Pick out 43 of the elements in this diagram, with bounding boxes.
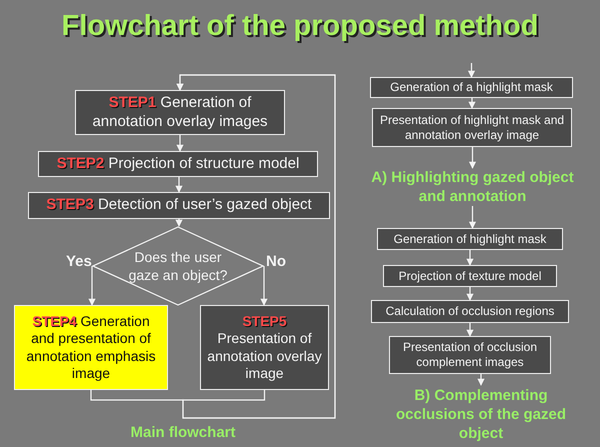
process-box [370,77,573,98]
step-text: Calculation of occlusion regions [386,304,554,319]
process-box [377,228,563,250]
step-text: STEP4 Generation and presentation of annotation emphasis image [25,312,157,382]
step-text: STEP1 Generation of annotation overlay images [91,94,269,132]
arrow [468,63,476,78]
arrow [175,219,183,227]
arrow [477,374,485,386]
arrow [466,323,474,337]
process-box [38,151,318,177]
arrow [468,98,476,109]
step-text: STEP3 Detection of user’s gazed object [46,196,312,215]
edge-label: Yes [66,252,92,272]
arrow [466,287,474,301]
step-text: Projection of texture model [398,268,542,284]
arrow [88,266,96,306]
process-box [75,90,285,135]
process-box [372,108,572,147]
process-box [28,192,330,219]
arrow [468,147,476,169]
step-text: STEP5 Presentation of annotation overlay image [206,312,323,382]
process-box [200,305,329,390]
step-text: STEP2 Projection of structure model [56,154,300,174]
section-heading: A) Highlighting gazed object and annotation [370,168,575,206]
highlighted-process-box [14,305,168,390]
section-heading: B) Complementing occlusions of the gazed object [376,385,586,443]
arrow [466,250,474,266]
arrow [260,266,268,306]
question-text: Does the user gaze an object? [128,248,228,284]
arrow [468,206,476,229]
step-text: Generation of a highlight mask [390,80,553,95]
arrow [176,74,336,419]
process-box [389,336,551,374]
process-box [383,265,557,287]
step-text: Presentation of highlight mask and annotation overlay image [378,112,566,142]
arrow [175,177,183,193]
process-box [371,300,569,323]
section-heading: Main flowchart [129,423,236,443]
step-text: Generation of highlight mask [394,232,546,246]
slide-title: Flowchart of the proposed method [60,9,540,44]
step-text: Presentation of occlusion complement images [402,340,538,370]
arrow [176,135,184,152]
edge-label: No [266,252,286,272]
